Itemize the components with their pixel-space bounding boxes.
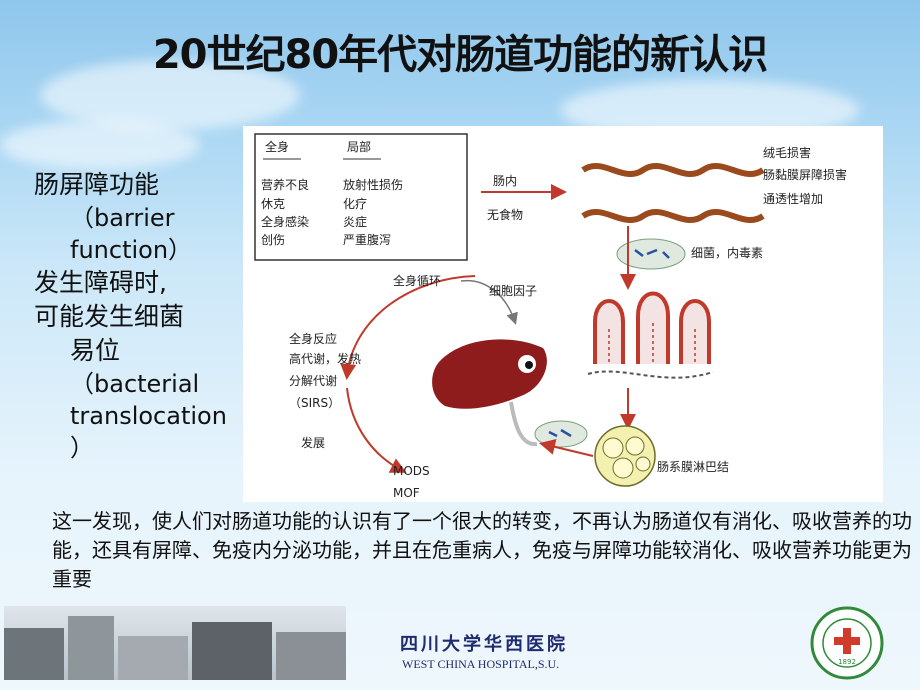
left-text-line: （bacterial [70, 370, 200, 398]
no-food-label: 无食物 [487, 208, 524, 222]
gut-wall-bottom [581, 208, 765, 224]
villus [593, 299, 625, 364]
table-col1-item: 营养不良 [261, 178, 310, 192]
table-col2-item: 严重腹泻 [343, 233, 392, 247]
gut-barrier-diagram: 全身 局部 营养不良 休克 全身感染 创伤 放射性损伤 化疗 炎症 严重腹泻 肠… [243, 126, 883, 502]
lymph-node [602, 437, 624, 459]
hypermetabolism-label: 高代谢，发热 [289, 352, 362, 366]
sirs-label: （SIRS） [289, 396, 341, 410]
building-shape [118, 636, 188, 680]
mof-label: MOF [393, 486, 420, 500]
left-text-line: 肠屏障功能 [34, 170, 160, 199]
building-shape [192, 622, 272, 680]
background-cloud [0, 120, 200, 170]
mods-label: MODS [393, 464, 430, 478]
table-col2-item: 化疗 [343, 197, 368, 211]
building-shape [4, 628, 64, 680]
liver [432, 339, 547, 409]
liver-eye-pupil [525, 361, 533, 369]
left-text-line: 可能发生细菌 [34, 302, 185, 331]
logo-chinese-text: 四川大学华西医院 [400, 634, 568, 655]
villus-capillaries [608, 321, 696, 362]
cycle-arc [346, 387, 407, 473]
lymph-node [612, 457, 634, 479]
left-text-line: 易位 [70, 336, 121, 365]
gut-lumen-label: 肠内 [493, 174, 518, 188]
campus-photo-strip [4, 606, 346, 680]
table-col2-item: 炎症 [343, 215, 368, 229]
table-col1-item: 创伤 [261, 233, 286, 247]
left-text-line: 发生障碍时, [34, 268, 167, 297]
left-text-line: ） [70, 434, 94, 462]
mucosal-barrier-label: 肠黏膜屏障损害 [763, 168, 848, 182]
lymph-node [635, 456, 651, 472]
seal-year: 1892 [838, 658, 856, 666]
lymph-node [625, 436, 645, 456]
causes-table-box [254, 133, 468, 261]
cycle-arc [340, 275, 476, 380]
table-col2-header: 局部 [347, 140, 372, 154]
cytokines-label: 细胞因子 [489, 284, 538, 298]
bacteria-blob [616, 238, 686, 270]
left-text-line: （barrier [70, 204, 175, 232]
building-shape [68, 616, 114, 680]
systemic-circulation-label: 全身循环 [393, 274, 442, 288]
left-text-line: function） [70, 236, 193, 264]
gut-wall-top [581, 162, 765, 178]
villus [636, 291, 670, 364]
diagram-graphics [254, 133, 765, 487]
bacteria-endotoxin-label: 细菌，内毒素 [691, 246, 764, 260]
bacteria-rods [634, 248, 670, 259]
arrow-lymph-to-liver [539, 439, 594, 457]
hospital-logo: 四川大学华西医院 WEST CHINA HOSPITAL,S.U. [400, 630, 590, 680]
left-text-block: 肠屏障功能 （barrier function） 发生障碍时, 可能发生细菌 易… [34, 168, 239, 464]
permeability-label: 通透性增加 [763, 192, 824, 206]
building-shape [276, 632, 346, 680]
villus [679, 299, 711, 364]
cycle-arc [460, 279, 518, 325]
mesenteric-lymph-label: 肠系膜淋巴结 [657, 460, 730, 474]
bacteria-blob [534, 420, 588, 448]
table-col1-header: 全身 [265, 140, 290, 154]
slide-title: 20世纪80年代对肠道功能的新认识 [152, 32, 768, 78]
villus-damage-label: 绒毛损害 [763, 146, 812, 160]
submucosa [587, 370, 714, 379]
summary-paragraph: 这一发现，使人们对肠道功能的认识有了一个很大的转变，不再认为肠道仅有消化、吸收营… [52, 509, 912, 591]
table-col1-item: 全身感染 [261, 215, 310, 229]
logo-english-text: WEST CHINA HOSPITAL,S.U. [402, 657, 560, 671]
portal-vessel [509, 401, 538, 447]
develop-label: 发展 [301, 436, 326, 450]
table-col1-item: 休克 [261, 197, 286, 211]
hospital-seal-icon: 1892 [810, 606, 884, 680]
systemic-response-label: 全身反应 [289, 332, 338, 346]
background-cloud [40, 60, 300, 130]
catabolism-label: 分解代谢 [289, 374, 338, 388]
bacteria-rods [548, 428, 572, 438]
table-col2-item: 放射性损伤 [343, 178, 404, 192]
left-text-line: translocation [70, 402, 227, 430]
